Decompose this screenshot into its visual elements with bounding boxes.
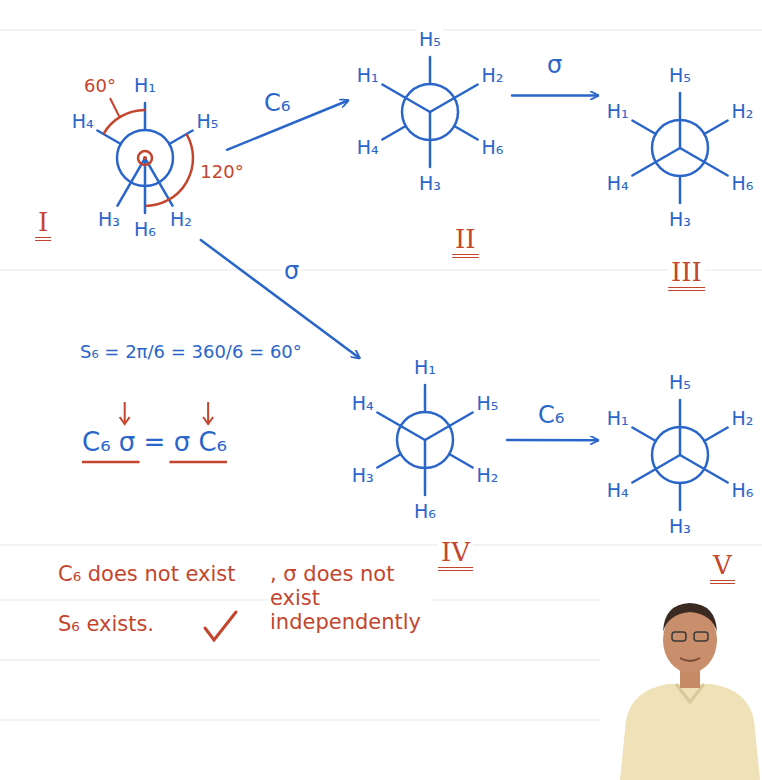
back-bond	[377, 454, 400, 468]
hydrogen-label: H₂	[479, 65, 505, 87]
back-bond	[144, 103, 147, 130]
front-bond	[429, 112, 432, 167]
hydrogen-label: H₃	[667, 516, 693, 538]
operation-label: C₆	[536, 402, 566, 430]
hydrogen-label: H₁	[412, 357, 438, 379]
front-bond	[424, 440, 427, 495]
hydrogen-label: H₃	[417, 173, 443, 195]
figure-numeral: III	[668, 258, 705, 291]
back-bond	[632, 121, 655, 135]
hydrogen-label: H₆	[479, 137, 505, 159]
hydrogen-label: H₅	[667, 372, 693, 394]
equation: S₆ = 2π/6 = 360/6 = 60°	[78, 342, 304, 363]
hydrogen-label: H₂	[729, 408, 755, 430]
hydrogen-label: H₅	[474, 393, 500, 415]
front-bond	[679, 400, 682, 455]
hydrogen-label: H₆	[729, 173, 755, 195]
back-bond	[382, 126, 405, 140]
note: , σ does not exist independently	[268, 562, 432, 634]
hydrogen-label: H₆	[729, 480, 755, 502]
back-bond	[424, 385, 427, 412]
front-bond	[680, 455, 728, 483]
hydrogen-label: H₆	[132, 219, 158, 241]
hydrogen-label: H₁	[355, 65, 381, 87]
back-bond	[704, 428, 727, 442]
back-bond	[449, 454, 472, 468]
pointer-arrow	[207, 402, 209, 424]
operation-arrow	[512, 94, 598, 97]
hydrogen-label: H₄	[355, 137, 381, 159]
back-bond	[679, 176, 682, 203]
equation: C₆ σ = σ C₆	[80, 428, 229, 458]
figure-numeral: I	[35, 208, 51, 241]
front-bond	[145, 158, 173, 206]
pointer-arrow	[203, 417, 213, 424]
hydrogen-label: H₃	[96, 209, 122, 231]
angle-arc	[103, 110, 145, 134]
hydrogen-label: H₅	[667, 65, 693, 87]
operation-label: σ	[282, 258, 301, 286]
hydrogen-label: H₁	[132, 75, 158, 97]
hydrogen-label: H₃	[350, 465, 376, 487]
front-bond	[430, 85, 478, 113]
angle-label: 60°	[82, 76, 118, 97]
axis-marker	[138, 151, 152, 165]
underline	[82, 461, 140, 464]
check-mark	[205, 612, 236, 640]
hydrogen-label: H₆	[412, 501, 438, 523]
axis-dot	[143, 156, 147, 160]
hydrogen-label: H₂	[474, 465, 500, 487]
back-bond	[97, 131, 120, 145]
newman-projection: III	[598, 66, 762, 230]
front-bond	[632, 148, 680, 176]
front-bond	[632, 455, 680, 483]
front-bond	[118, 158, 146, 206]
front-bond	[680, 148, 728, 176]
front-bond	[377, 413, 425, 441]
operation-arrow	[201, 240, 360, 358]
angle-label: 120°	[198, 162, 245, 183]
figure-numeral: IV	[438, 538, 473, 571]
front-bond	[425, 413, 473, 441]
back-bond	[429, 57, 432, 84]
hydrogen-label: H₁	[605, 101, 631, 123]
hydrogen-label: H₂	[168, 209, 194, 231]
operation-label: σ	[545, 52, 564, 80]
hydrogen-label: H₄	[605, 480, 631, 502]
back-bond	[679, 483, 682, 510]
newman-projection: IV	[343, 358, 507, 522]
hydrogen-label: H₅	[194, 111, 220, 133]
back-bond	[704, 121, 727, 135]
pointer-arrow	[124, 402, 126, 424]
newman-projection: I	[63, 76, 227, 240]
hydrogen-label: H₃	[667, 209, 693, 231]
figure-numeral: II	[452, 225, 479, 258]
hydrogen-label: H₄	[70, 111, 96, 133]
hydrogen-label: H₄	[350, 393, 376, 415]
operation-arrow	[507, 439, 598, 442]
hydrogen-label: H₄	[605, 173, 631, 195]
operation-label: C₆	[262, 90, 292, 118]
note: C₆ does not exist	[56, 562, 238, 586]
note: S₆ exists.	[56, 612, 156, 636]
hydrogen-label: H₅	[417, 29, 443, 51]
pointer-arrow	[120, 417, 130, 424]
leader-line	[110, 98, 120, 117]
angle-arc	[145, 134, 193, 206]
presenter-figure	[620, 603, 760, 780]
front-bond	[382, 85, 430, 113]
hydrogen-label: H₂	[729, 101, 755, 123]
back-bond	[632, 428, 655, 442]
hydrogen-label: H₁	[605, 408, 631, 430]
back-bond	[454, 126, 477, 140]
underline	[169, 461, 227, 464]
ruled-lines	[0, 30, 762, 720]
front-bond	[679, 93, 682, 148]
figure-numeral: V	[710, 551, 735, 584]
newman-projection: II	[348, 30, 512, 194]
newman-projection: V	[598, 373, 762, 537]
